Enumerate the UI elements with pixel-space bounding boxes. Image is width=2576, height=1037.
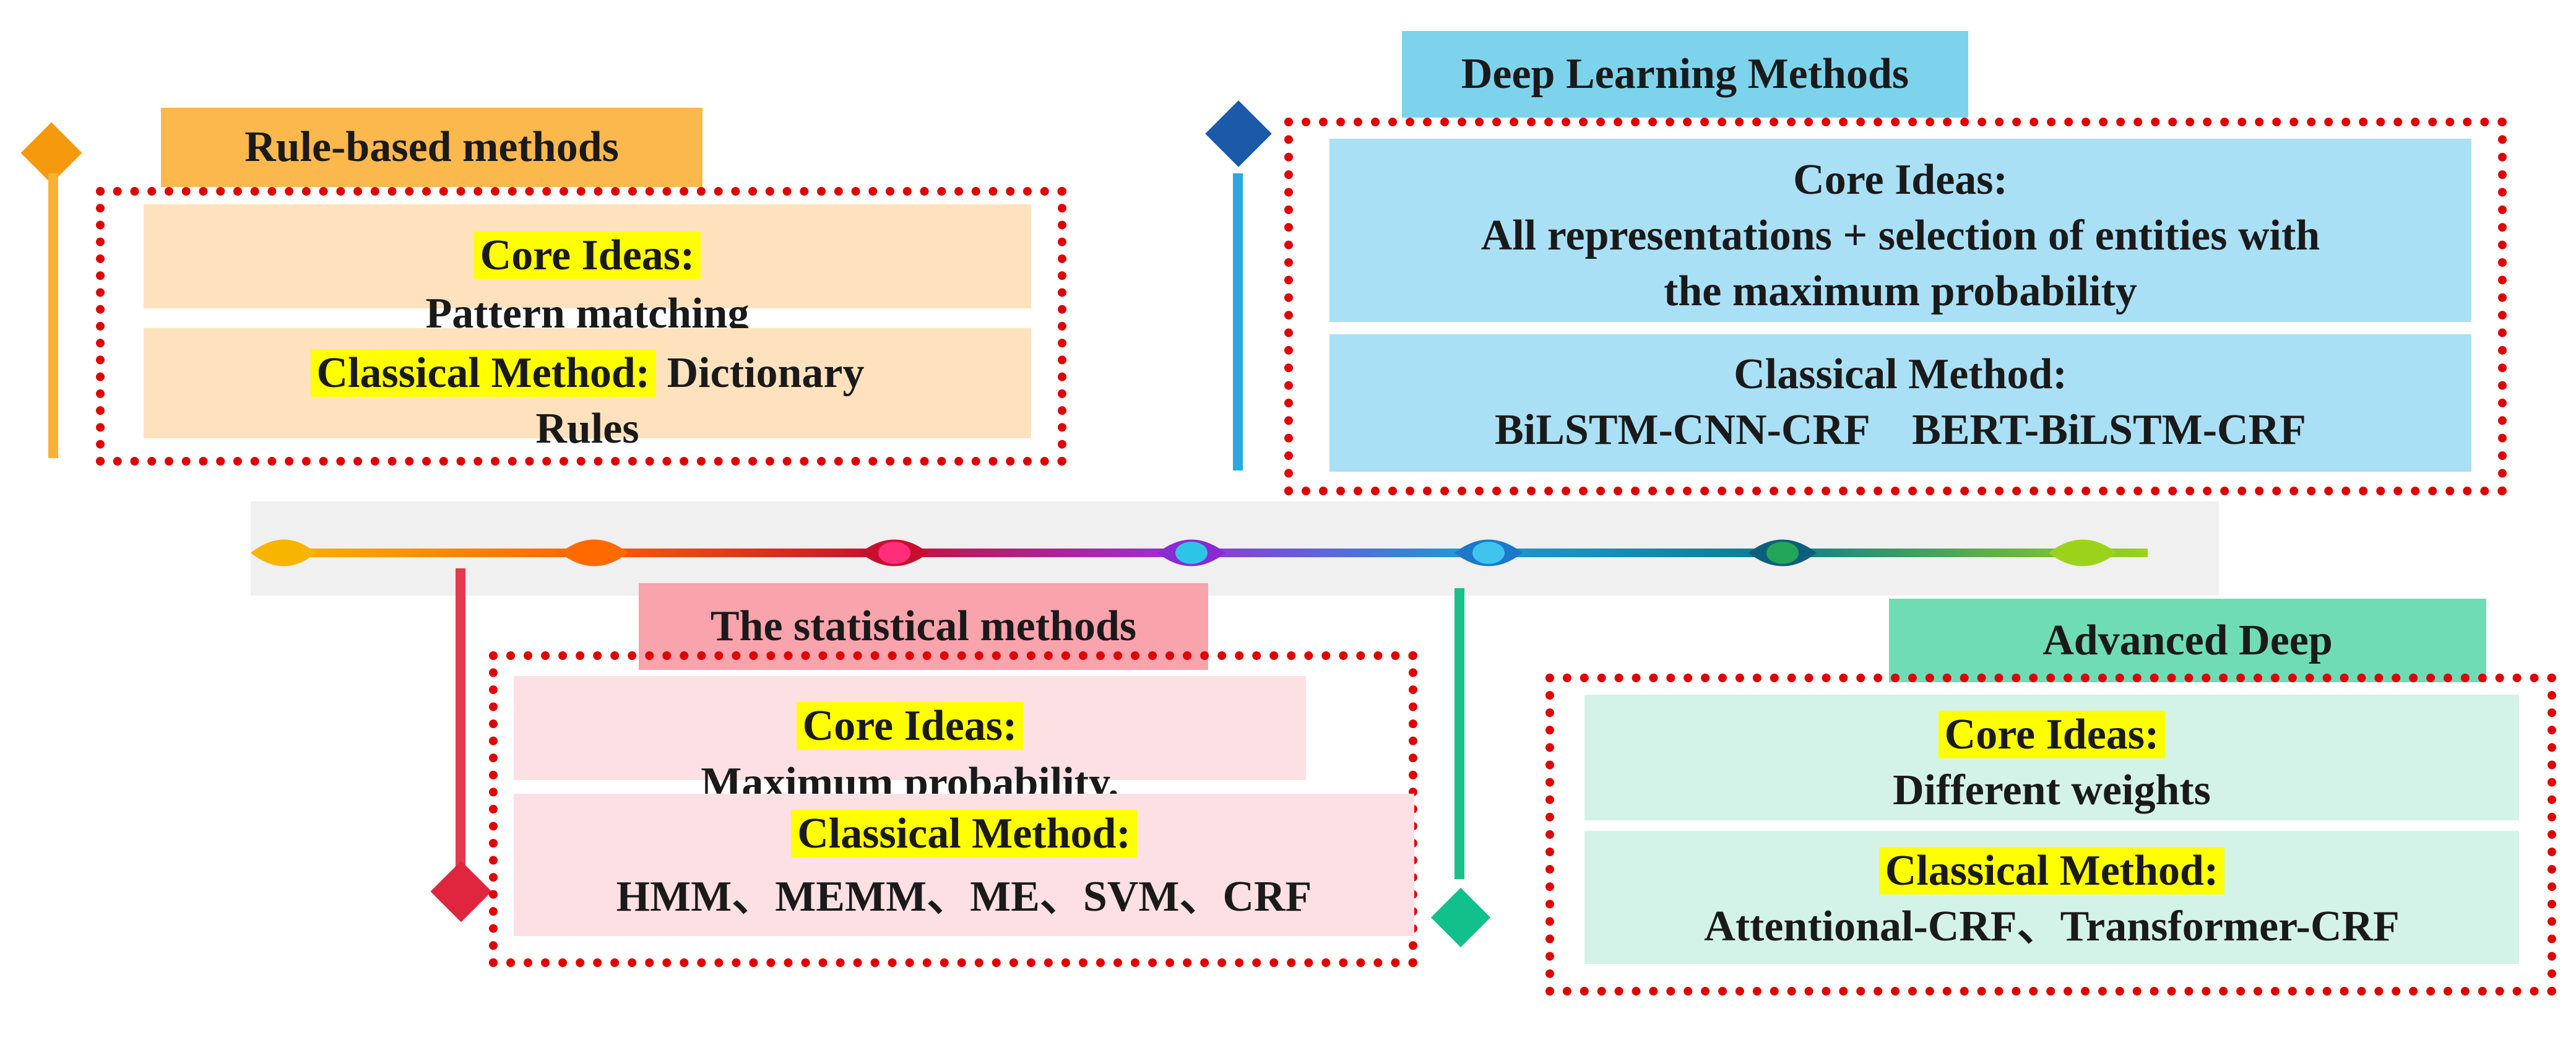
statistical-stem — [456, 568, 465, 890]
advanced-deep-method-text: Attentional-CRF、Transformer-CRF — [1704, 903, 2400, 950]
advanced-deep-title-text: Advanced Deep — [2042, 616, 2333, 664]
deep-learning-panel — [1284, 118, 2507, 495]
advanced-deep-core-box: Core Ideas: Different weights — [1584, 695, 2519, 820]
statistical-method-label: Classical Method: — [791, 810, 1137, 857]
advanced-deep-core-label: Core Ideas: — [1938, 711, 2166, 758]
advanced-deep-method-box: Classical Method: Attentional-CRF、Transf… — [1584, 831, 2519, 964]
statistical-title-text: The statistical methods — [710, 602, 1137, 650]
deep-learning-core-text-2: the maximum probability — [1664, 267, 2137, 315]
statistical-panel — [489, 651, 1417, 967]
timeline-node-3-core — [878, 542, 910, 564]
deep-learning-diamond-marker — [1205, 100, 1272, 167]
rule-based-title-text: Rule-based methods — [244, 123, 619, 171]
timeline-node-6-core — [1766, 542, 1799, 564]
rule-based-method-label: Classical Method: — [310, 349, 657, 397]
rule-based-method-dictionary: Dictionary — [667, 349, 865, 397]
rule-based-core-label: Core Ideas: — [473, 232, 701, 279]
advanced-deep-method-label: Classical Method: — [1878, 847, 2225, 895]
timeline — [251, 539, 2148, 566]
advanced-deep-stem — [1454, 588, 1464, 879]
timeline-node-5-core — [1472, 542, 1505, 564]
advanced-deep-title: Advanced Deep — [1889, 599, 2486, 682]
deep-learning-stem — [1233, 173, 1243, 471]
deep-learning-title-text: Deep Learning Methods — [1461, 50, 1909, 98]
deep-learning-method-label: Classical Method: — [1734, 350, 2067, 398]
timeline-node-7 — [2049, 539, 2117, 566]
statistical-method-text: HMM、MEMM、ME、SVM、CRF — [616, 873, 1312, 921]
statistical-diamond-marker — [430, 861, 492, 922]
statistical-core-box: Core Ideas: — [514, 676, 1306, 780]
rule-based-method-box: Classical Method: Dictionary Rules — [144, 328, 1031, 453]
statistical-method-box: Classical Method: HMM、MEMM、ME、SVM、CRF — [514, 794, 1414, 936]
advanced-deep-core-text: Different weights — [1893, 766, 2211, 814]
rule-based-panel — [96, 187, 1066, 466]
statistical-core-label: Core Ideas: — [796, 702, 1024, 750]
deep-learning-core-box: Core Ideas: All representations + select… — [1329, 139, 2471, 322]
advanced-deep-diamond-marker — [1430, 887, 1491, 948]
deep-learning-method-box: Classical Method: BiLSTM-CNN-CRF BERT-Bi… — [1329, 334, 2471, 472]
timeline-node-4-core — [1175, 542, 1208, 564]
timeline-node-2 — [560, 539, 628, 566]
deep-learning-title: Deep Learning Methods — [1402, 31, 1968, 118]
rule-based-core-box: Core Ideas: — [144, 204, 1031, 308]
advanced-deep-panel — [1545, 674, 2556, 996]
rule-based-method-rules: Rules — [535, 405, 639, 453]
timeline-node-1 — [251, 539, 316, 566]
rule-based-title: Rule-based methods — [161, 108, 702, 187]
deep-learning-method-text: BiLSTM-CNN-CRF BERT-BiLSTM-CRF — [1495, 406, 2306, 454]
rule-based-stem — [48, 173, 58, 458]
deep-learning-core-text-1: All representations + selection of entit… — [1480, 212, 2320, 259]
deep-learning-core-label: Core Ideas: — [1793, 156, 2008, 204]
